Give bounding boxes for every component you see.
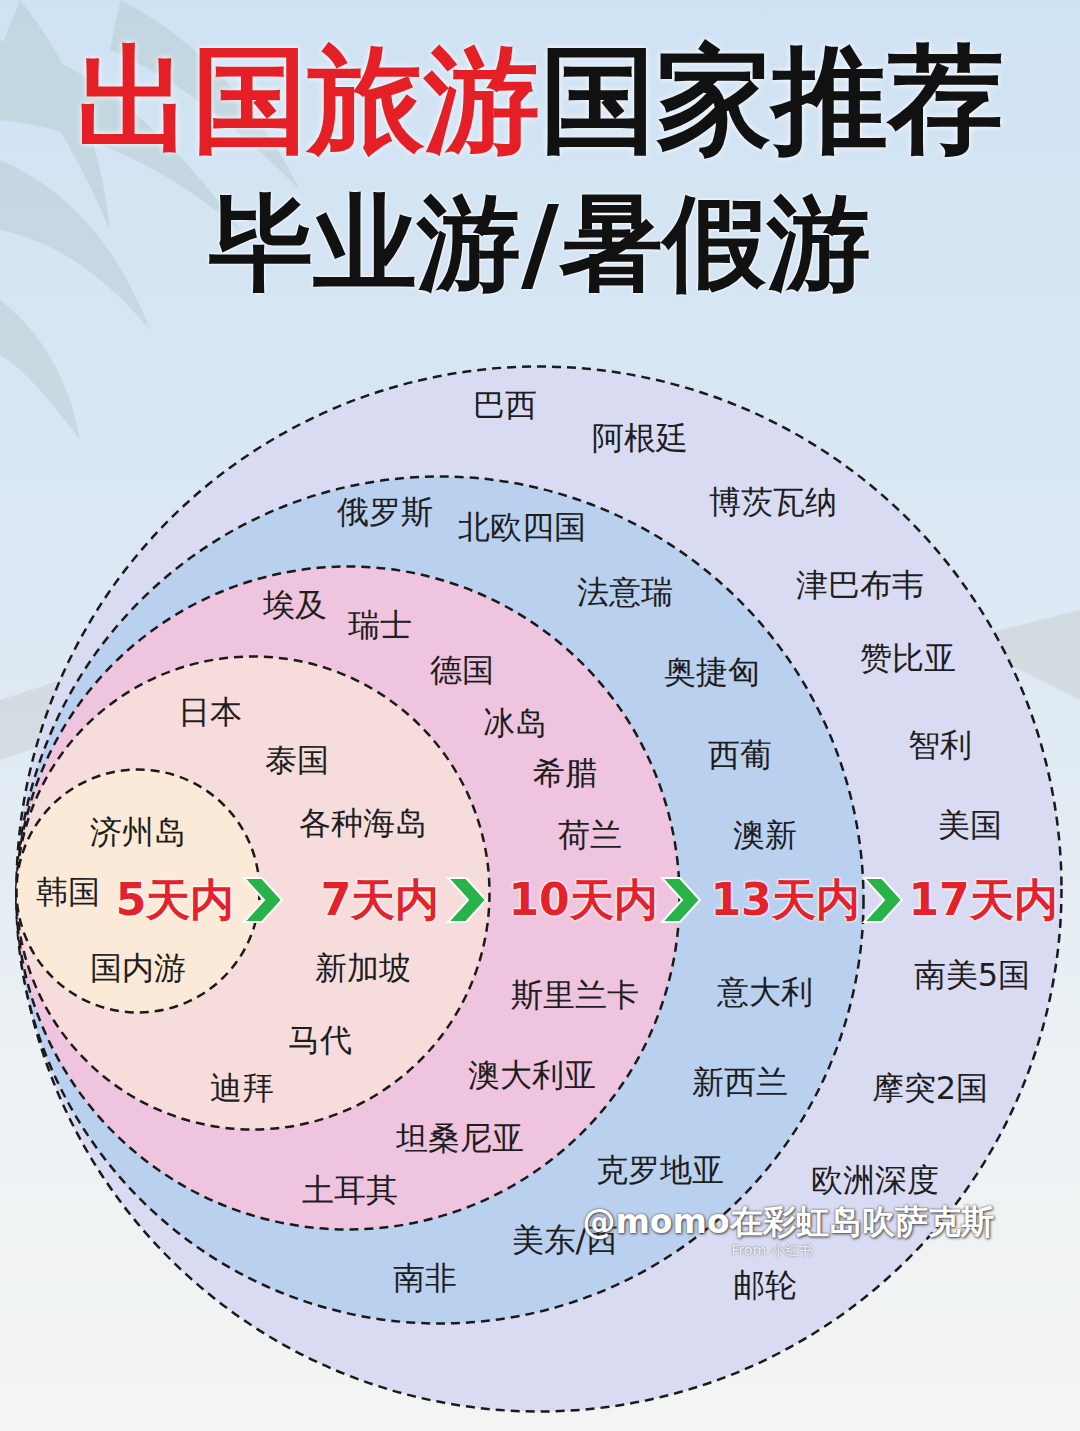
destination-name: 意大利 bbox=[717, 974, 813, 1011]
destination-name: 博茨瓦纳 bbox=[709, 484, 837, 521]
title-block: 出国旅游国家推荐 bbox=[0, 30, 1080, 169]
circle-outline bbox=[17, 770, 260, 1013]
circle-outline bbox=[17, 477, 864, 1324]
destination-name: 西葡 bbox=[708, 737, 772, 774]
destination-name: 新西兰 bbox=[692, 1064, 788, 1101]
destination-name: 津巴布韦 bbox=[796, 567, 924, 604]
destination-name: 迪拜 bbox=[210, 1070, 274, 1107]
watermark-source: From 小红书 bbox=[731, 1242, 812, 1260]
destination-name: 埃及 bbox=[263, 587, 327, 624]
destination-name: 新加坡 bbox=[315, 950, 411, 987]
destination-name: 南美5国 bbox=[914, 957, 1030, 994]
destination-name: 德国 bbox=[430, 652, 494, 689]
destination-name: 南非 bbox=[393, 1260, 457, 1297]
destination-name: 摩突2国 bbox=[872, 1070, 988, 1107]
destination-name: 克罗地亚 bbox=[596, 1152, 724, 1189]
destination-name: 济州岛 bbox=[90, 814, 186, 851]
destination-name: 国内游 bbox=[90, 950, 186, 987]
duration-label: 7天内 bbox=[321, 875, 440, 926]
watermark: @momo在彩虹岛吹萨克斯 bbox=[582, 1200, 993, 1245]
circle-outline bbox=[17, 367, 1062, 1412]
destination-name: 希腊 bbox=[533, 755, 597, 792]
destination-name: 日本 bbox=[178, 694, 242, 731]
destination-name: 斯里兰卡 bbox=[511, 977, 639, 1014]
ring-region: 济州岛韩国 5天内国内游 日本泰国各种海岛 7天内新加坡马代迪拜 埃及瑞士德国冰岛希腊荷… bbox=[15, 565, 681, 1231]
ring-region: 济州岛韩国 5天内国内游 日本泰国各种海岛 7天内新加坡马代迪拜 bbox=[15, 655, 491, 1131]
duration-label: 5天内 bbox=[116, 875, 235, 926]
destination-name: 泰国 bbox=[265, 742, 329, 779]
destination-name: 奥捷匈 bbox=[664, 654, 760, 691]
destination-name: 澳新 bbox=[733, 817, 797, 854]
circle-outline bbox=[17, 657, 490, 1130]
ring-region: 济州岛韩国 5天内国内游 日本泰国各种海岛 7天内新加坡马代迪拜 埃及瑞士德国冰岛希腊荷… bbox=[15, 365, 1063, 1413]
destination-name: 邮轮 bbox=[733, 1267, 797, 1304]
destination-name: 北欧四国 bbox=[458, 509, 586, 546]
duration-label: 13天内 bbox=[710, 875, 859, 926]
title: 出国旅游国家推荐 bbox=[76, 30, 1004, 169]
destination-name: 美国 bbox=[938, 807, 1002, 844]
ring-region: 济州岛韩国 5天内国内游 bbox=[15, 768, 261, 1014]
destination-name: 马代 bbox=[288, 1022, 352, 1059]
destination-name: 韩国 bbox=[36, 874, 100, 911]
destination-name: 土耳其 bbox=[302, 1172, 398, 1209]
destination-name: 坦桑尼亚 bbox=[396, 1120, 524, 1157]
subtitle: 毕业游/暑假游 bbox=[209, 175, 871, 315]
destination-name: 欧洲深度 bbox=[811, 1162, 939, 1199]
destination-name: 智利 bbox=[908, 727, 972, 764]
destination-name: 赞比亚 bbox=[860, 640, 956, 677]
destination-name: 巴西 bbox=[473, 387, 537, 424]
destination-name: 法意瑞 bbox=[577, 574, 673, 611]
destination-name: 俄罗斯 bbox=[337, 494, 433, 531]
destination-name: 冰岛 bbox=[483, 705, 547, 742]
destination-name: 瑞士 bbox=[348, 607, 412, 644]
duration-label: 10天内 bbox=[508, 875, 657, 926]
ring-region: 济州岛韩国 5天内国内游 日本泰国各种海岛 7天内新加坡马代迪拜 埃及瑞士德国冰岛希腊荷… bbox=[15, 475, 865, 1325]
destination-name: 各种海岛 bbox=[299, 805, 427, 842]
duration-label: 17天内 bbox=[908, 875, 1057, 926]
destination-name: 澳大利亚 bbox=[468, 1057, 596, 1094]
destination-name: 阿根廷 bbox=[592, 420, 688, 457]
destination-name: 荷兰 bbox=[558, 817, 622, 854]
circle-outline bbox=[17, 567, 680, 1230]
